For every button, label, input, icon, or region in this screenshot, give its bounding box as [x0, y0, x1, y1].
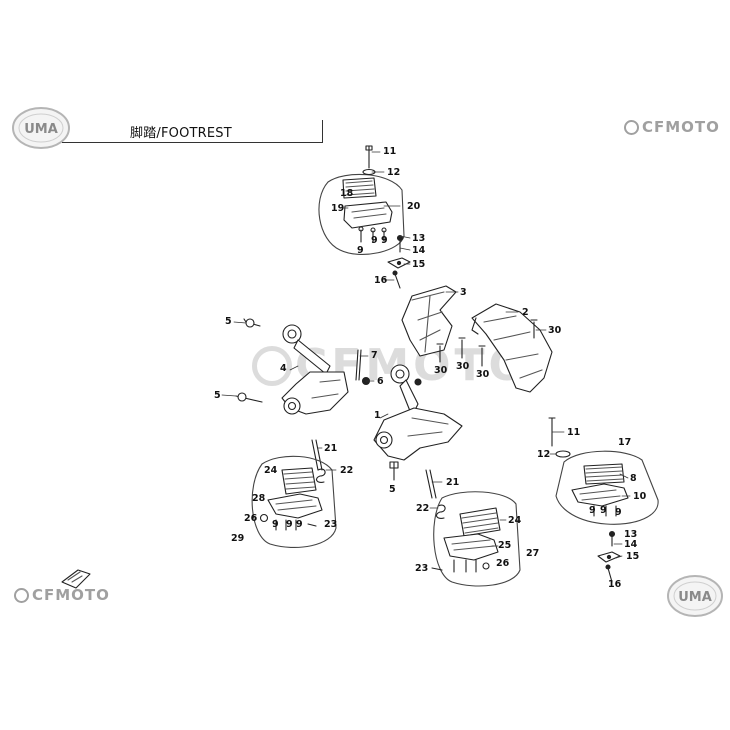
footpeg-19 — [343, 201, 393, 229]
callout-28: 28 — [252, 493, 266, 504]
callout-23-left: 23 — [324, 519, 338, 530]
callout-22-left: 22 — [340, 465, 354, 476]
footpeg-rubber-24-right — [459, 507, 501, 537]
callout-18: 18 — [340, 188, 354, 199]
rod-7 — [355, 349, 362, 381]
callout-21-left: 21 — [324, 443, 338, 454]
footpeg-rubber-18 — [342, 177, 377, 199]
callout-30-b: 30 — [456, 361, 470, 372]
footpeg-25-right — [443, 533, 499, 561]
bolt-30-b — [458, 337, 466, 359]
callout-15-right: 15 — [626, 551, 640, 562]
callout-9-u2: 9 — [371, 235, 378, 246]
assembly-outline-17 — [555, 450, 659, 525]
bracket-3 — [401, 285, 457, 357]
callout-7: 7 — [371, 350, 378, 361]
bolt-11-top — [365, 145, 373, 169]
spring-22-right — [435, 504, 446, 519]
callout-5-mid: 5 — [214, 390, 221, 401]
callout-9-r1: 9 — [589, 505, 596, 516]
callout-9-l1: 9 — [272, 519, 279, 530]
callout-30-a: 30 — [434, 365, 448, 376]
callout-22-right: 22 — [416, 503, 430, 514]
pin-21-right — [425, 469, 437, 499]
cfmoto-watermark-mark-icon — [252, 346, 292, 386]
bolt-30-d — [530, 319, 538, 339]
cfmoto-text-top-right: CFMOTO — [642, 118, 720, 136]
callout-16-top: 16 — [374, 275, 388, 286]
callout-26-right: 26 — [496, 558, 510, 569]
callout-2: 2 — [522, 307, 529, 318]
page-title: 脚踏/FOOTREST — [130, 126, 232, 141]
callout-30-c: 30 — [476, 369, 490, 380]
footpeg-rubber-24-left — [281, 467, 317, 495]
callout-16-right: 16 — [608, 579, 622, 590]
assembly-outline-29 — [251, 455, 337, 549]
callout-13-right: 13 — [624, 529, 638, 540]
title-frame: 脚踏/FOOTREST — [62, 120, 323, 143]
footpeg-28-left — [267, 493, 323, 519]
callout-9-r3: 9 — [615, 507, 622, 518]
spring-22-left — [315, 468, 326, 483]
callout-27: 27 — [526, 548, 540, 559]
footpeg-10 — [571, 483, 629, 507]
uma-logo-text: UMA — [24, 122, 58, 137]
uma-logo-bottom-right-text: UMA — [678, 590, 712, 605]
bolt-5-low — [389, 461, 399, 481]
callout-3: 3 — [460, 287, 467, 298]
assembly-outline-27 — [433, 491, 521, 587]
callout-26-left: 26 — [244, 513, 258, 524]
cfmoto-logo-bottom-left: CFMOTO — [14, 586, 110, 604]
callout-6: 6 — [377, 376, 384, 387]
warning-tag — [61, 569, 91, 589]
callout-21-right: 21 — [446, 477, 460, 488]
callout-4: 4 — [280, 363, 287, 374]
bolt-30-c — [478, 345, 486, 367]
bracket-2 — [471, 303, 553, 393]
callout-8: 8 — [630, 473, 637, 484]
cfmoto-text-bottom-left: CFMOTO — [32, 586, 110, 604]
callout-11-right: 11 — [567, 427, 581, 438]
callout-14-right: 14 — [624, 539, 638, 550]
callout-14-top: 14 — [412, 245, 426, 256]
callout-9-u1: 9 — [357, 245, 364, 256]
callout-10: 10 — [633, 491, 647, 502]
callout-9-l3: 9 — [296, 519, 303, 530]
callout-20: 20 — [407, 201, 421, 212]
uma-logo-bottom-right: UMA — [667, 575, 723, 617]
callout-25: 25 — [498, 540, 512, 551]
callout-29: 29 — [231, 533, 245, 544]
footpeg-rubber-8 — [583, 463, 625, 485]
cfmoto-logo-top-right: CFMOTO — [624, 118, 720, 136]
hanger-4 — [281, 324, 349, 415]
callout-9-u3: 9 — [381, 235, 388, 246]
callout-17: 17 — [618, 437, 632, 448]
cfmoto-mark-icon — [624, 120, 639, 135]
callout-11-top: 11 — [383, 146, 397, 157]
callout-5-top: 5 — [225, 316, 232, 327]
callout-13-top: 13 — [412, 233, 426, 244]
callout-9-l2: 9 — [286, 519, 293, 530]
cfmoto-mark-icon — [14, 588, 29, 603]
callout-9-r2: 9 — [600, 505, 607, 516]
pin-21-left — [311, 439, 323, 471]
hanger-1 — [373, 364, 463, 461]
callout-24-right: 24 — [508, 515, 522, 526]
callout-24-left: 24 — [264, 465, 278, 476]
washer-12-right — [555, 450, 571, 458]
uma-logo: UMA — [12, 107, 70, 149]
callout-30-d: 30 — [548, 325, 562, 336]
leader-lines — [221, 151, 631, 559]
callout-15-top: 15 — [412, 259, 426, 270]
callout-19: 19 — [331, 203, 345, 214]
callout-23-right: 23 — [415, 563, 429, 574]
callout-5-low: 5 — [389, 484, 396, 495]
bolt-30-a — [436, 343, 444, 363]
callout-12-top: 12 — [387, 167, 401, 178]
callout-12-right: 12 — [537, 449, 551, 460]
callout-1: 1 — [374, 410, 381, 421]
